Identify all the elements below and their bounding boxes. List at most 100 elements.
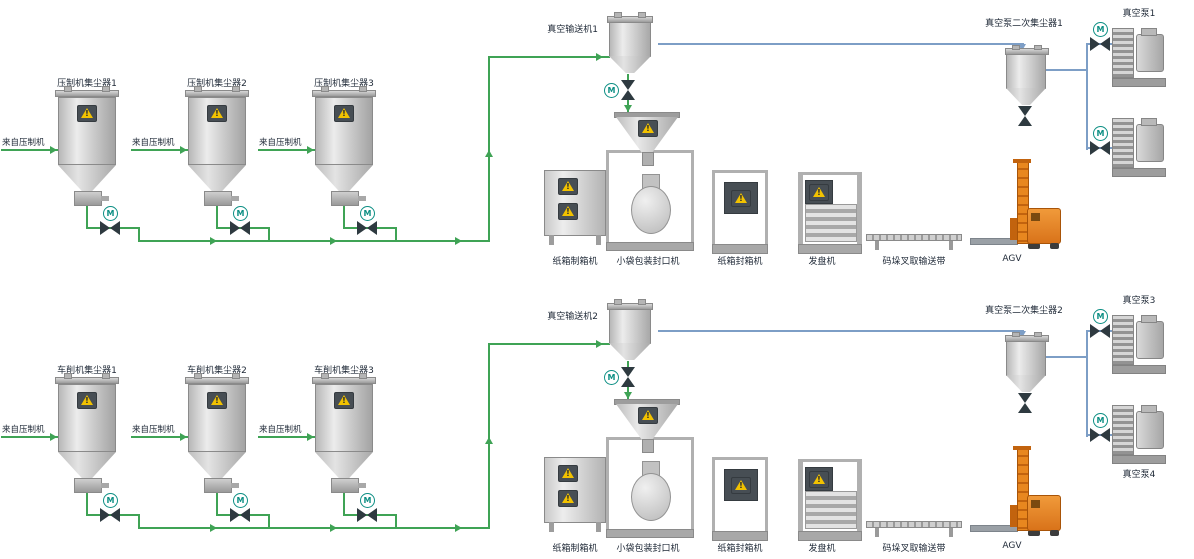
forklift-body [1027,208,1061,244]
machine-base [712,244,768,254]
warning-icon [207,392,227,409]
flow-arrow [330,237,337,245]
pipe-green [216,491,218,516]
motor-valve: M [1090,413,1110,442]
motor-valve: M [230,206,250,235]
machine-base [712,531,768,541]
flow-arrow [307,146,314,154]
secondary-collector-label: 真空泵二次集尘器1 [985,19,1063,29]
silo-body [188,97,246,165]
pipe-green [343,491,345,516]
motor-indicator: M [103,206,118,221]
motor-indicator: M [1093,126,1108,141]
warning-icon [77,105,97,122]
silo-body [315,384,373,452]
motor-valve: M [604,80,635,100]
motor-indicator: M [604,370,619,385]
equipment-label: 发盘机 [808,257,836,267]
equipment-label: 小袋包装封口机 [616,257,680,267]
silo-body [58,97,116,165]
press-line-section: 来自压制机 来自压制机 来自压制机 压制机集尘器1 压制机集尘器2 压制机集尘器… [0,0,1194,280]
equipment-label: 纸箱封箱机 [717,544,763,554]
pipe-blue [1046,69,1088,71]
pump-base [1112,455,1166,464]
pipe-green [1,436,58,438]
conveyor-label: 真空输送机2 [547,312,598,322]
pipe-green [138,227,140,242]
pump-body [1136,405,1164,449]
pipe-green-riser [488,56,490,242]
machine-panel [805,467,833,491]
pipe-green [131,149,188,151]
equipment-label: 纸箱封箱机 [717,257,763,267]
equipment-label: 压制机集尘器1 [57,79,117,89]
flow-arrow [50,433,57,441]
pipe-green [488,56,610,58]
flow-arrow [596,53,603,61]
vacuum-pump [1112,22,1166,87]
machine-panel [724,182,758,214]
machine-base [606,242,694,251]
warning-icon [638,120,658,137]
pump-body [1136,315,1164,359]
flow-arrow [180,146,187,154]
pipe-blue-main [658,43,1024,45]
silo-cap [185,86,249,97]
warning-icon [809,184,829,201]
silo-cap [55,373,119,384]
source-label: 来自压制机 [259,138,302,148]
secondary-dust-collector [996,44,1056,128]
forklift-body [1027,495,1061,531]
pipe-blue-main [658,330,1024,332]
packing-bag [631,186,671,234]
pipe-green [131,436,188,438]
vacuum-conveyor [602,10,658,78]
pipe-green [258,436,315,438]
silo-cone [609,56,651,73]
motor-indicator: M [360,493,375,508]
pipe-green [488,343,610,345]
silo-cap [185,373,249,384]
silo-body [1006,54,1046,89]
equipment-label: AGV [1002,254,1022,264]
machine-frame [712,170,768,244]
equipment-label: 码垛叉取输送带 [882,257,946,267]
motor-valve: M [1090,309,1110,338]
silo-body [609,309,651,344]
flow-arrow [596,340,603,348]
silo-cap [55,86,119,97]
machine-base [798,244,862,254]
motor-valve: M [230,493,250,522]
motor-indicator: M [1093,22,1108,37]
flow-arrow-down-blue [1018,44,1026,51]
secondary-dust-collector [996,331,1056,415]
motor-indicator: M [233,493,248,508]
motor-indicator: M [360,206,375,221]
equipment-label: 纸箱制箱机 [552,257,598,267]
warning-icon [207,105,227,122]
hopper-outlet [642,439,654,453]
pump-label: 真空泵1 [1122,9,1156,19]
pipe-green [627,361,629,369]
flow-arrow [210,524,217,532]
equipment-label: 车削机集尘器2 [187,366,247,376]
flow-arrow [330,524,337,532]
source-label: 来自压制机 [132,138,175,148]
flow-arrow [455,237,462,245]
machine-base [606,529,694,538]
pump-base [1112,365,1166,374]
motor-valve: M [1090,126,1110,155]
motor-valve: M [100,493,120,522]
lathe-line-section: 来自压制机 来自压制机 来自压制机 车削机集尘器1 车削机集尘器2 车削机集尘器… [0,287,1194,559]
silo-cone [188,165,246,191]
pipe-green [138,514,140,529]
silo-cap [312,86,376,97]
tray-dispenser [798,168,862,254]
vacuum-pump [1112,399,1166,464]
vacuum-pump [1112,112,1166,177]
motor-valve: M [1090,22,1110,51]
motor-indicator: M [1093,413,1108,428]
flow-arrow-up [485,150,493,157]
warning-icon [558,178,578,195]
pallet-fork-conveyor [866,521,962,537]
